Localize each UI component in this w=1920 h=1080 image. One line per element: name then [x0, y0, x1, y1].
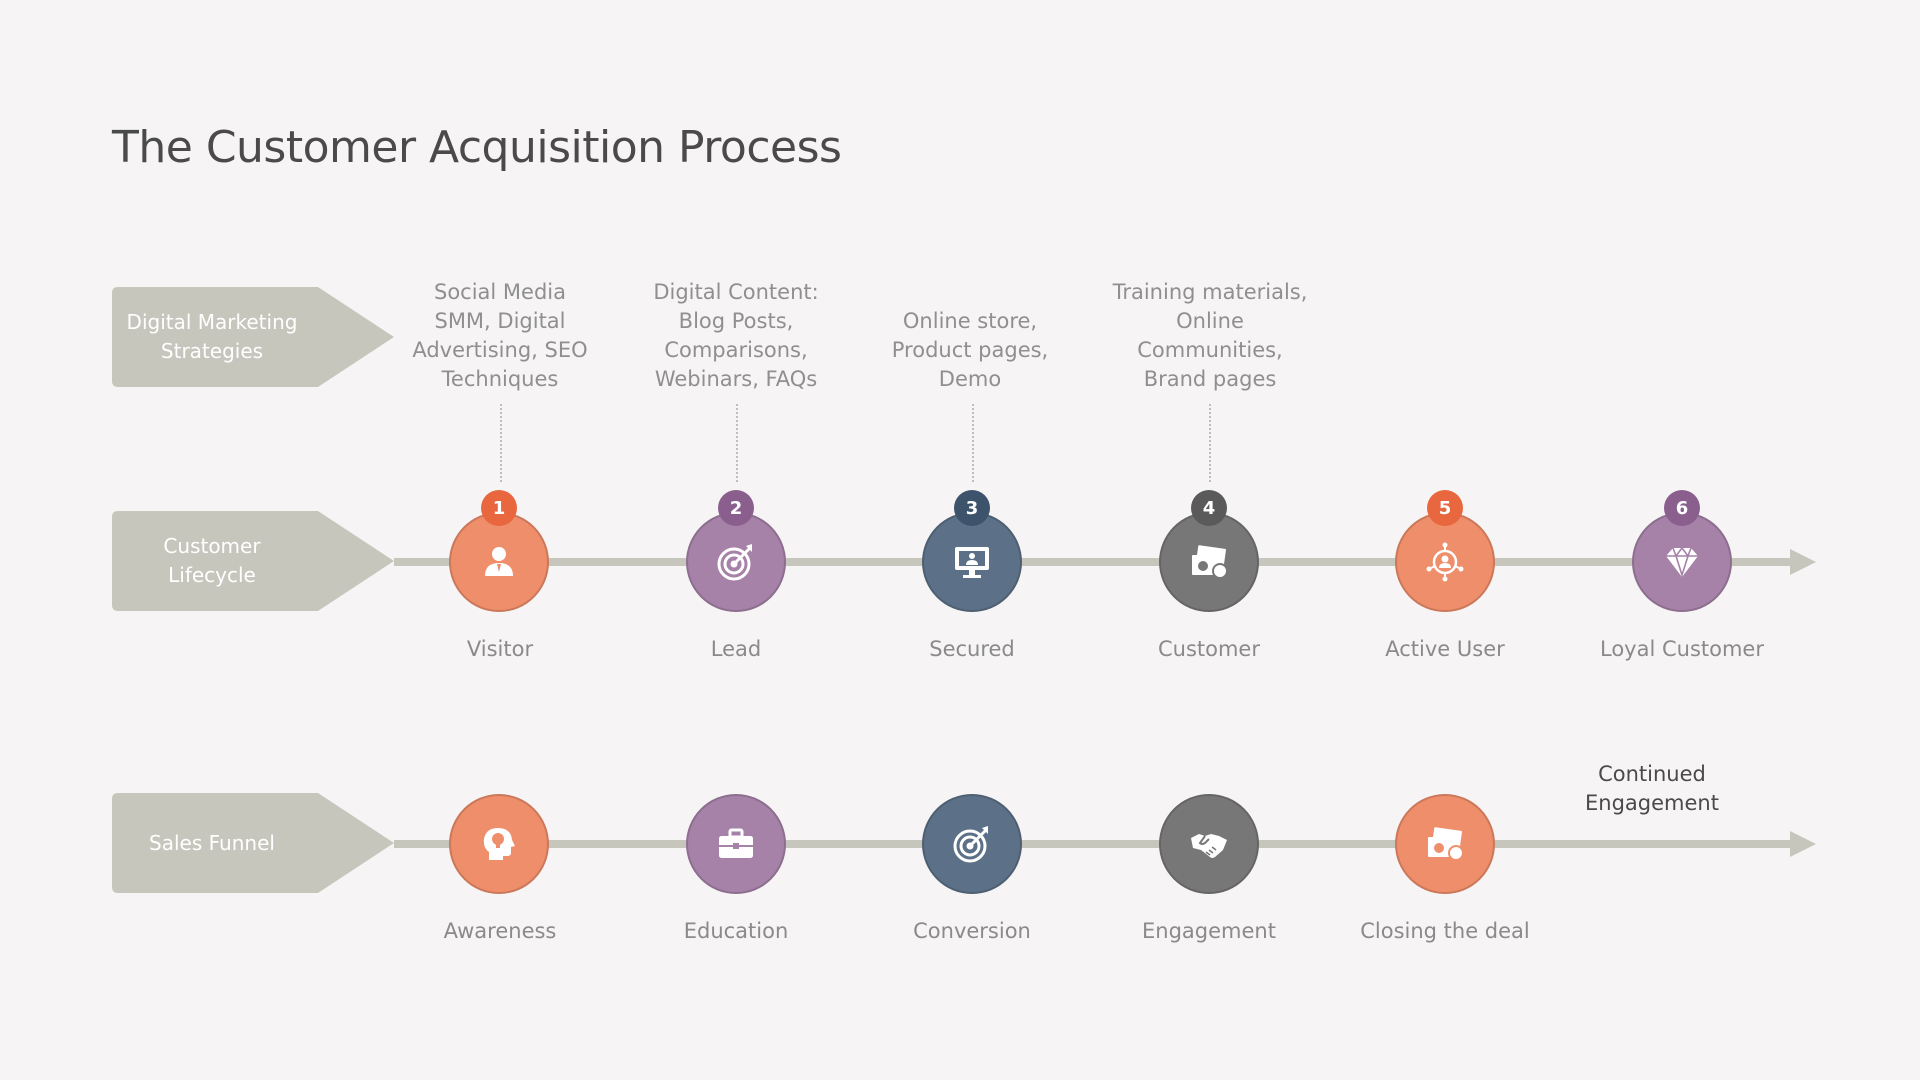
- page-title: The Customer Acquisition Process: [112, 122, 842, 173]
- briefcase-icon: [719, 828, 753, 858]
- money-icon: [1428, 827, 1464, 861]
- row-label-lifecycle: Customer Lifecycle: [112, 511, 394, 611]
- step-badge-1: 1: [481, 490, 517, 526]
- step-badge-3: 3: [954, 490, 990, 526]
- lifecycle-arrowhead: [1790, 549, 1816, 575]
- dotted-connector: [500, 404, 502, 482]
- target-icon: [717, 544, 752, 581]
- step-badge-6: 6: [1664, 490, 1700, 526]
- step-badge-5: 5: [1427, 490, 1463, 526]
- strategy-text-2: Digital Content: Blog Posts, Comparisons…: [653, 280, 819, 391]
- lifecycle-track: [394, 558, 1792, 566]
- head-idea-icon: [483, 828, 515, 860]
- funnel-track: [394, 840, 1792, 848]
- strategy-text-4: Training materials, Online Communities, …: [1112, 280, 1308, 391]
- lifecycle-node-active-user: [1395, 512, 1495, 612]
- diamond-icon: [1666, 546, 1698, 578]
- person-icon: [485, 547, 513, 576]
- step-badge-4: 4: [1191, 490, 1227, 526]
- funnel-label-education: Education: [683, 919, 789, 943]
- pentagon-shape: [112, 287, 394, 387]
- funnel-node-awareness: [449, 794, 549, 894]
- pentagon-shape: [112, 793, 394, 893]
- funnel-node-conversion: [922, 794, 1022, 894]
- dotted-connector: [1209, 404, 1211, 482]
- target-icon: [953, 826, 988, 863]
- lifecycle-label-active-user: Active User: [1385, 637, 1505, 661]
- funnel-arrowhead: [1790, 831, 1816, 857]
- row-label-funnel: Sales Funnel: [112, 793, 394, 893]
- network-icon: [1426, 542, 1464, 582]
- lifecycle-label-customer: Customer: [1157, 637, 1260, 661]
- funnel-label-closing-the-deal: Closing the deal: [1360, 919, 1530, 943]
- lifecycle-label-lead: Lead: [710, 637, 762, 661]
- lifecycle-node-lead: [686, 512, 786, 612]
- lifecycle-node-customer: [1159, 512, 1259, 612]
- strategy-text-1: Social Media SMM, Digital Advertising, S…: [412, 280, 588, 391]
- funnel-label-engagement: Engagement: [1142, 919, 1276, 943]
- pentagon-shape: [112, 511, 394, 611]
- handshake-icon: [1191, 834, 1227, 858]
- funnel-node-closing-the-deal: [1395, 794, 1495, 894]
- lifecycle-label-secured: Secured: [929, 637, 1015, 661]
- dotted-connector: [972, 404, 974, 482]
- funnel-end-label: Continued Engagement: [1585, 762, 1719, 815]
- strategy-text-3: Online store, Product pages, Demo: [891, 309, 1049, 391]
- lifecycle-label-loyal-customer: Loyal Customer: [1600, 637, 1764, 661]
- funnel-label-awareness: Awareness: [443, 919, 557, 943]
- lifecycle-node-secured: [922, 512, 1022, 612]
- lifecycle-node-loyal-customer: [1632, 512, 1732, 612]
- dotted-connector: [736, 404, 738, 482]
- money-icon: [1192, 545, 1228, 579]
- lifecycle-label-visitor: Visitor: [466, 637, 534, 661]
- funnel-node-education: [686, 794, 786, 894]
- monitor-icon: [955, 547, 989, 578]
- step-badge-2: 2: [718, 490, 754, 526]
- row-label-text: Customer Lifecycle: [163, 534, 261, 587]
- funnel-label-conversion: Conversion: [913, 919, 1031, 943]
- row-label-strategies: Digital Marketing Strategies: [112, 287, 394, 387]
- row-label-text: Digital Marketing Strategies: [126, 310, 298, 363]
- row-label-text: Sales Funnel: [149, 830, 275, 855]
- lifecycle-node-visitor: [449, 512, 549, 612]
- funnel-node-engagement: [1159, 794, 1259, 894]
